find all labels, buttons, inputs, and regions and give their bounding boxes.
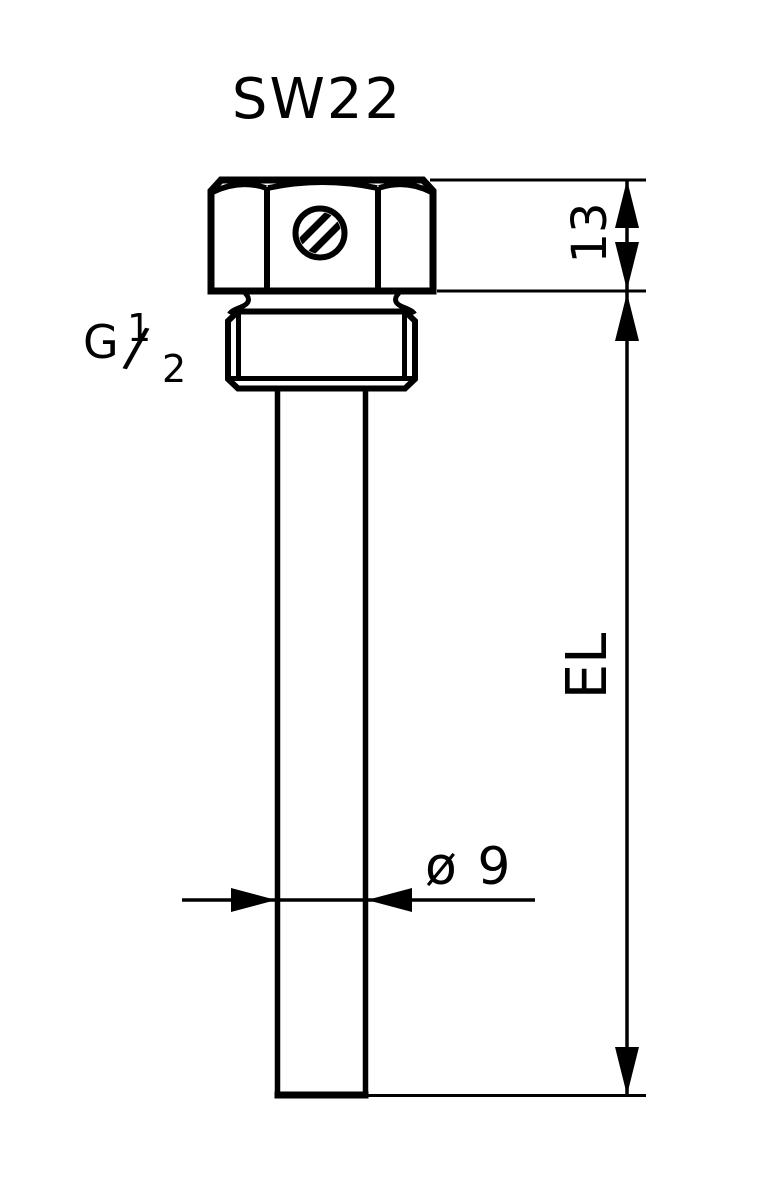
arrow-down-icon	[615, 1047, 639, 1095]
thread-size-label: G 1 / 2	[83, 306, 186, 391]
hex-chamfer-arc-middle	[267, 179, 378, 191]
hex-chamfer-arc-right	[378, 181, 433, 195]
thread-numerator-label: 1	[127, 306, 151, 350]
immersion-length-dim-label: EL	[555, 633, 620, 700]
bore-circle	[292, 205, 348, 261]
arrow-right-icon	[231, 888, 276, 912]
arrow-up-icon	[615, 180, 639, 228]
thread-denominator-label: 2	[162, 347, 186, 391]
hex-head-outline	[207, 176, 437, 295]
diameter-dim-label: ø 9	[425, 837, 512, 897]
screw-hole-icon	[292, 205, 348, 261]
dimension-diameter	[182, 888, 535, 912]
neck-groove	[227, 291, 417, 316]
neck-curve-left	[227, 291, 251, 316]
neck-curve-right	[393, 291, 417, 316]
dimension-line-vertical	[615, 180, 639, 1095]
stem-tube	[274, 389, 369, 1099]
hex-chamfer-arc-left	[211, 181, 267, 195]
wrench-size-label: SW22	[232, 67, 402, 132]
hex-height-dim-label: 13	[562, 202, 618, 263]
arrow-up-icon	[615, 293, 639, 341]
extension-lines	[366, 178, 646, 1097]
hex-head	[207, 176, 437, 295]
thread-prefix-label: G	[83, 315, 119, 369]
arrow-down-icon	[615, 242, 639, 290]
arrow-left-icon	[367, 888, 412, 912]
threaded-section	[225, 308, 418, 392]
